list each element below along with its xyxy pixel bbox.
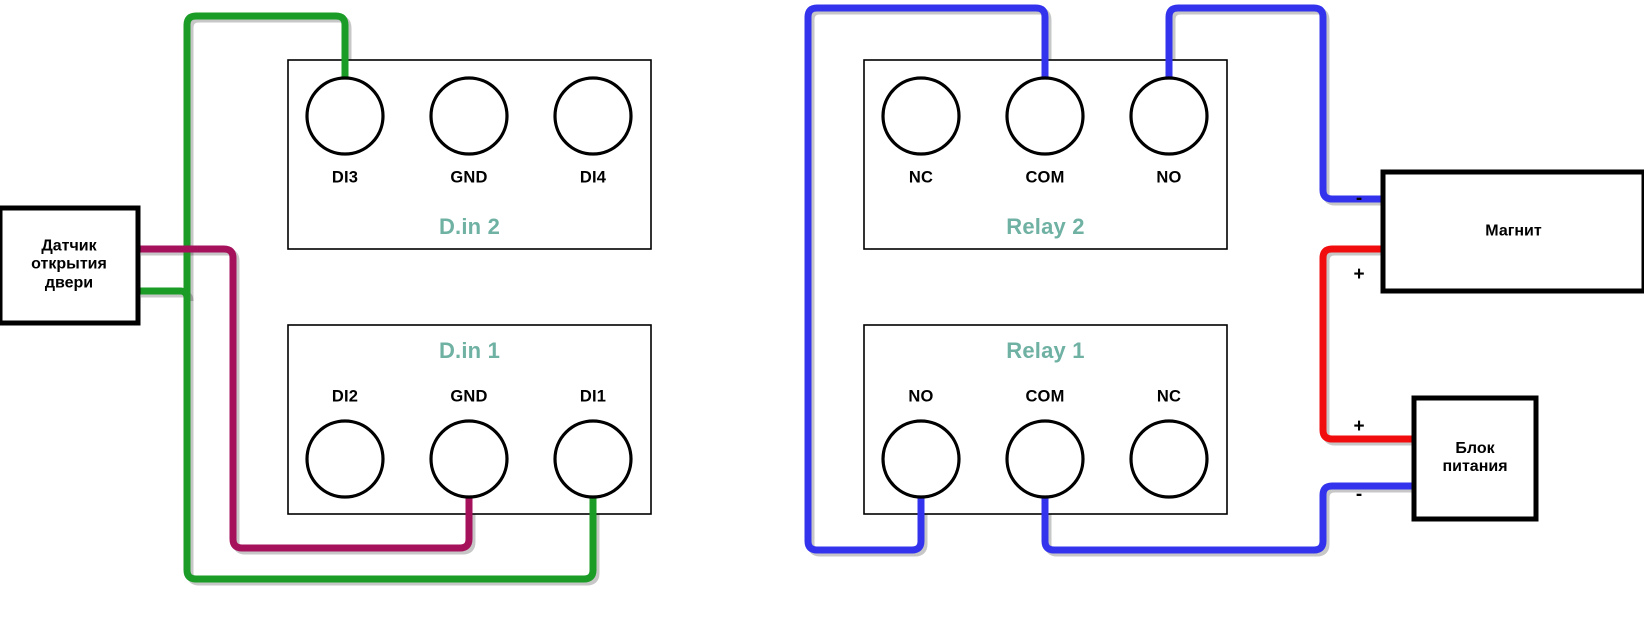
terminal-relay1-no[interactable] bbox=[881, 419, 961, 499]
terminal-din1-gnd[interactable] bbox=[429, 419, 509, 499]
terminal-din1-di2[interactable] bbox=[305, 419, 385, 499]
terminal-label-relay1-com: COM bbox=[1025, 387, 1065, 406]
wire-group bbox=[138, 4, 1414, 583]
polarity-label-psu-minus: - bbox=[1355, 483, 1363, 505]
terminal-label-relay1-nc: NC bbox=[1156, 387, 1182, 406]
terminal-din2-di4[interactable] bbox=[553, 76, 633, 156]
terminal-label-din2-gnd: GND bbox=[450, 168, 488, 187]
wire-crimson-sensor-to-gnd bbox=[138, 245, 473, 552]
terminal-label-din1-di2: DI2 bbox=[331, 387, 359, 406]
wire-blue-relay1com-to-psu-minus bbox=[1041, 482, 1414, 554]
device-box-magnet bbox=[1380, 169, 1644, 294]
module-box-group bbox=[287, 59, 1228, 515]
terminal-relay2-com[interactable] bbox=[1005, 76, 1085, 156]
terminal-circle-group bbox=[305, 76, 1209, 499]
terminal-label-din1-di1: DI1 bbox=[579, 387, 607, 406]
polarity-label-magnet-minus: - bbox=[1355, 187, 1363, 209]
module-title-relay2: Relay 2 bbox=[1006, 214, 1085, 240]
terminal-label-relay1-no: NO bbox=[908, 387, 934, 406]
terminal-label-din2-di3: DI3 bbox=[331, 168, 359, 187]
module-title-din2: D.in 2 bbox=[438, 214, 501, 240]
module-title-relay1: Relay 1 bbox=[1006, 338, 1085, 364]
terminal-label-relay2-nc: NC bbox=[908, 168, 934, 187]
polarity-label-psu-plus: + bbox=[1353, 415, 1365, 437]
device-box-door-sensor bbox=[0, 205, 141, 326]
device-label-magnet: Магнит bbox=[1485, 222, 1542, 240]
polarity-label-magnet-plus: + bbox=[1353, 263, 1365, 285]
terminal-relay1-com[interactable] bbox=[1005, 419, 1085, 499]
terminal-relay2-nc[interactable] bbox=[881, 76, 961, 156]
terminal-din2-gnd[interactable] bbox=[429, 76, 509, 156]
terminal-label-din2-di4: DI4 bbox=[579, 168, 607, 187]
device-box-group bbox=[0, 169, 1644, 522]
wire-blue-relay2no-to-magnet-minus bbox=[1165, 4, 1383, 203]
terminal-din1-di1[interactable] bbox=[553, 419, 633, 499]
wire-red-magnet-plus-to-psu-plus bbox=[1319, 245, 1414, 443]
wire-green-sensor-to-di1 bbox=[138, 287, 191, 299]
terminal-label-relay2-com: COM bbox=[1025, 168, 1065, 187]
terminal-relay2-no[interactable] bbox=[1129, 76, 1209, 156]
terminal-relay1-nc[interactable] bbox=[1129, 419, 1209, 499]
wire-blue-relay2com-to-relay1no bbox=[804, 4, 1049, 554]
terminal-label-din1-gnd: GND bbox=[450, 387, 488, 406]
module-title-din1: D.in 1 bbox=[438, 338, 501, 364]
device-box-power-supply bbox=[1411, 395, 1539, 522]
terminal-din2-di3[interactable] bbox=[305, 76, 385, 156]
terminal-label-relay2-no: NO bbox=[1156, 168, 1182, 187]
